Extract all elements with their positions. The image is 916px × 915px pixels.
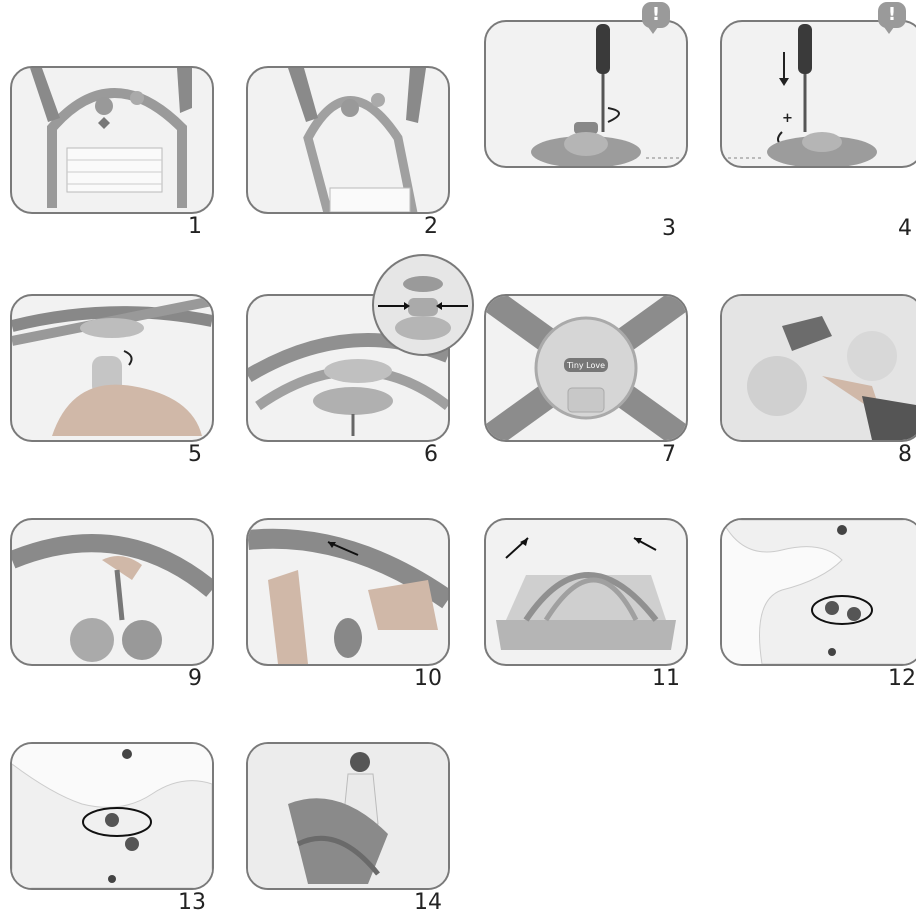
step-number: 4 bbox=[898, 218, 912, 240]
step-1-panel: 1 bbox=[10, 66, 214, 214]
step-3-panel: ! 3 bbox=[484, 20, 688, 168]
step-9-illustration bbox=[10, 518, 214, 666]
step-9-panel: 9 bbox=[10, 518, 214, 666]
step-12-illustration bbox=[720, 518, 916, 666]
svg-text:+: + bbox=[782, 111, 793, 126]
step-number: 12 bbox=[888, 668, 916, 690]
step-8-panel: 8 bbox=[720, 294, 916, 442]
screwdriver-icon bbox=[596, 24, 610, 132]
step-12-panel: 12 bbox=[720, 518, 916, 666]
step-2-panel: 2 bbox=[246, 66, 450, 214]
tiny-love-logo: Tiny Love bbox=[566, 361, 605, 370]
detail-zoom-circle bbox=[372, 254, 474, 356]
warning-bubble-icon: ! bbox=[878, 2, 906, 28]
step-5-panel: 5 bbox=[10, 294, 214, 442]
step-2-illustration bbox=[246, 66, 450, 214]
step-8-illustration bbox=[720, 294, 916, 442]
step-14-panel: 14 bbox=[246, 742, 450, 890]
step-number: 5 bbox=[188, 444, 202, 466]
step-number: 3 bbox=[662, 218, 676, 240]
warning-bubble-icon: ! bbox=[642, 2, 670, 28]
step-number: 1 bbox=[188, 216, 202, 238]
step-11-illustration bbox=[484, 518, 688, 666]
step-number: 14 bbox=[414, 892, 442, 914]
step-5-illustration bbox=[10, 294, 214, 442]
step-10-illustration bbox=[246, 518, 450, 666]
step-number: 11 bbox=[652, 668, 680, 690]
step-4-illustration: + bbox=[720, 20, 916, 168]
step-4-panel: + ! 4 bbox=[720, 20, 916, 168]
step-14-illustration bbox=[246, 742, 450, 890]
step-13-illustration bbox=[10, 742, 214, 890]
step-number: 9 bbox=[188, 668, 202, 690]
step-10-panel: 10 bbox=[246, 518, 450, 666]
step-number: 6 bbox=[424, 444, 438, 466]
step-7-illustration: Tiny Love bbox=[484, 294, 688, 442]
step-1-illustration bbox=[10, 66, 214, 214]
step-3-illustration bbox=[484, 20, 688, 168]
step-6-panel: 6 bbox=[246, 294, 450, 442]
step-number: 2 bbox=[424, 216, 438, 238]
step-number: 8 bbox=[898, 444, 912, 466]
step-number: 13 bbox=[178, 892, 206, 914]
step-7-panel: Tiny Love 7 bbox=[484, 294, 688, 442]
step-number: 7 bbox=[662, 444, 676, 466]
step-13-panel: 13 bbox=[10, 742, 214, 890]
step-number: 10 bbox=[414, 668, 442, 690]
step-11-panel: 11 bbox=[484, 518, 688, 666]
